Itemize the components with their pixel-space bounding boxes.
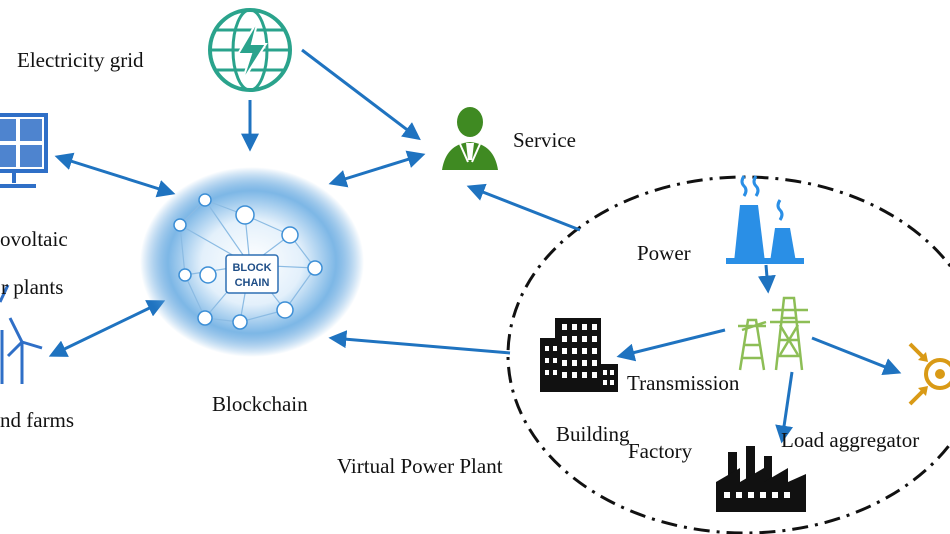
photovoltaic-label-line2: r plants <box>1 275 64 299</box>
blockchain-network-icon: BLOCK CHAIN <box>140 167 364 357</box>
blockchain-badge-line2: CHAIN <box>235 277 270 289</box>
arrow-power-to-tower <box>757 264 776 294</box>
wind-farms-label: nd farms <box>0 408 75 432</box>
arrow-blockchain-service <box>328 150 426 188</box>
arrow-wind-blockchain <box>48 300 166 357</box>
factory-icon <box>716 446 806 512</box>
virtual-power-plant-label: Virtual Power Plant <box>337 454 503 478</box>
photovoltaic-label-line1: ovoltaic <box>0 227 68 251</box>
blockchain-label: Blockchain <box>212 392 308 416</box>
factory-label: Factory <box>628 439 693 463</box>
electricity-grid-label: Electricity grid <box>17 48 144 72</box>
load-aggregator-icon <box>908 342 950 406</box>
service-label: Service <box>513 128 576 152</box>
wind-turbine-icon <box>0 284 43 384</box>
transmission-label: Transmission <box>627 371 740 395</box>
load-aggregator-label: Load aggregator <box>781 428 920 452</box>
arrow-pv-blockchain <box>54 152 176 198</box>
solar-panel-icon <box>0 113 48 188</box>
arrow-grid-to-service <box>301 48 421 141</box>
power-label: Power <box>637 241 691 265</box>
arrow-vpp-to-service <box>466 183 581 232</box>
building-label: Building <box>556 422 630 446</box>
arrow-tower-to-aggregator <box>811 336 902 376</box>
service-person-icon <box>442 107 498 170</box>
transmission-tower-icon <box>738 296 810 371</box>
building-icon <box>540 318 618 392</box>
arrow-tower-to-building <box>616 328 726 362</box>
arrow-vpp-to-blockchain <box>328 330 511 355</box>
lightning-globe-icon <box>208 8 292 92</box>
power-plant-icon <box>726 175 804 264</box>
blockchain-badge-line1: BLOCK <box>232 262 271 274</box>
arrow-tower-to-factory <box>775 371 794 444</box>
